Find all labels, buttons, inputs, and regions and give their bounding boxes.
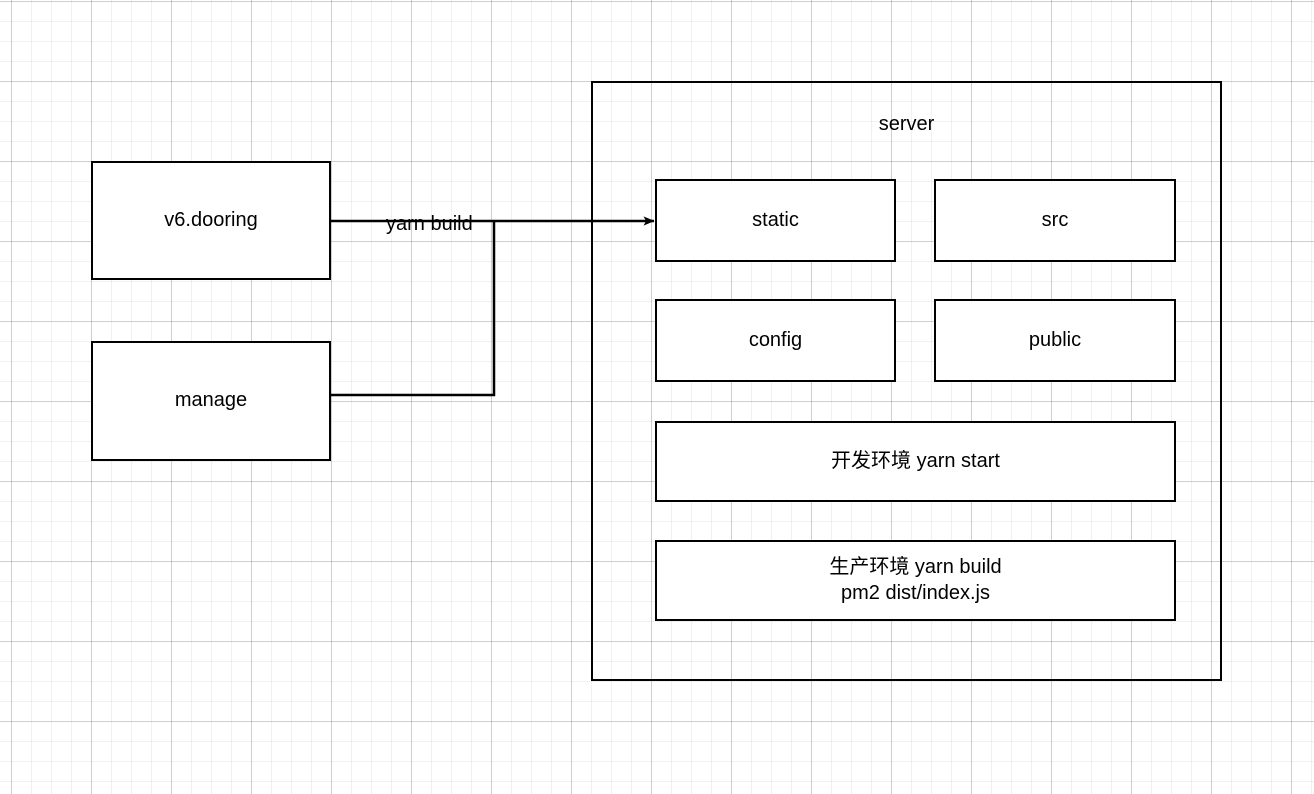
node-manage-label: manage: [174, 389, 248, 412]
edge-manage-to-static: [331, 221, 496, 397]
node-dev-environment-label: 开发环境 yarn start: [831, 449, 1000, 472]
node-prod-environment-label: 生产环境 yarn build pm2 dist/index.js: [829, 555, 1002, 604]
node-static-label: static: [752, 208, 799, 231]
node-dev-environment[interactable]: 开发环境 yarn start: [655, 421, 1176, 502]
container-server-title: server: [878, 113, 935, 135]
node-manage[interactable]: manage: [91, 341, 331, 461]
container-server[interactable]: server: [591, 81, 1222, 681]
node-src[interactable]: src: [934, 179, 1176, 262]
node-v6-dooring-label: v6.dooring: [164, 208, 258, 231]
edge-label-yarn-build: yarn build: [386, 213, 473, 235]
node-public-label: public: [1028, 328, 1082, 351]
node-config[interactable]: config: [655, 299, 896, 382]
node-prod-environment[interactable]: 生产环境 yarn build pm2 dist/index.js: [655, 540, 1176, 621]
node-static[interactable]: static: [655, 179, 896, 262]
node-public[interactable]: public: [934, 299, 1176, 382]
node-v6-dooring[interactable]: v6.dooring: [91, 161, 331, 280]
node-config-label: config: [748, 328, 803, 351]
node-src-label: src: [1041, 208, 1069, 231]
